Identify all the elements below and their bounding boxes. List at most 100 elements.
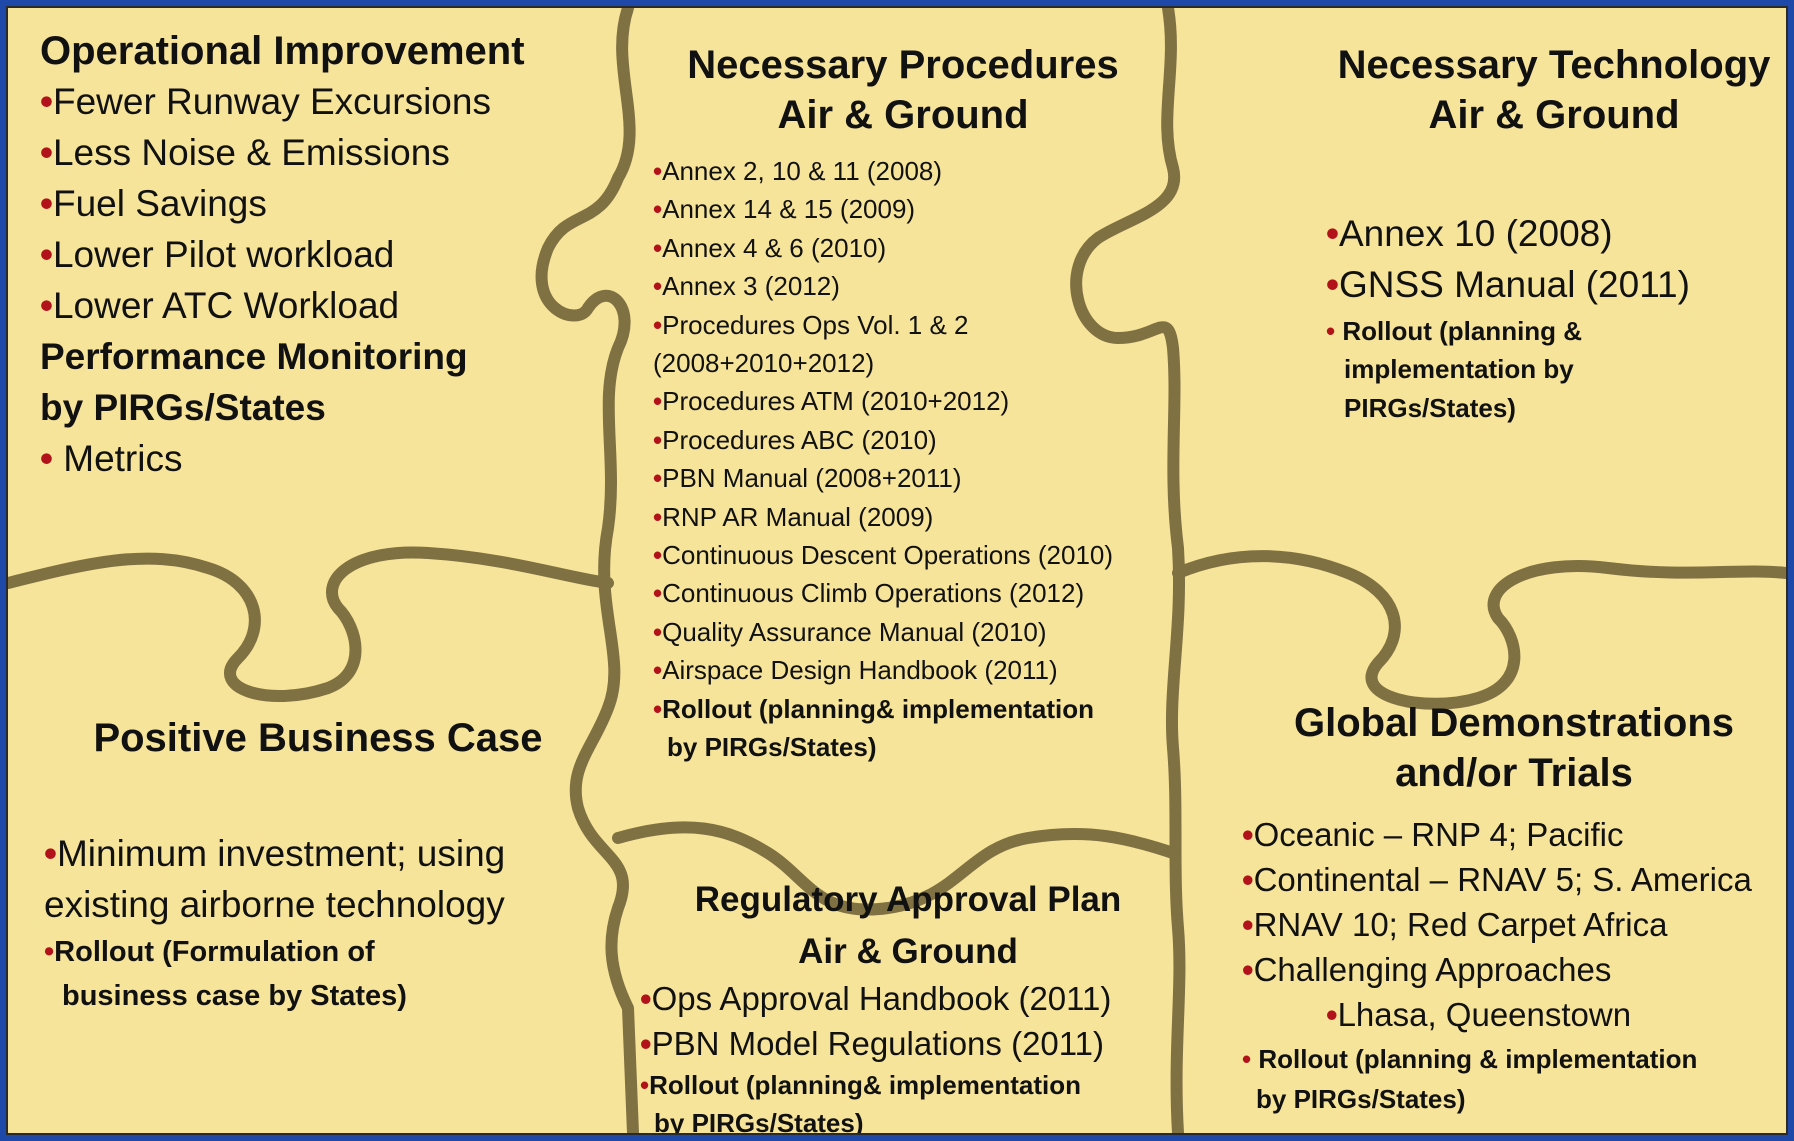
seam-h-left — [8, 546, 614, 702]
bullet-icon: • — [653, 309, 663, 340]
list-item: •Challenging Approaches — [1242, 951, 1612, 988]
monitoring-title-1: Performance Monitoring — [40, 336, 468, 377]
bullet-icon: • — [653, 386, 663, 417]
list-item: PIRGs/States) — [1344, 392, 1516, 423]
list-item: •Minimum investment; using — [44, 833, 506, 874]
bullet-icon: • — [40, 81, 53, 122]
bullet-icon: • — [653, 271, 663, 302]
bullet-icon: • — [40, 234, 53, 275]
bullet-icon: • — [40, 183, 53, 224]
technology-rollout: • Rollout (planning & implementation by … — [1326, 312, 1786, 427]
regulatory-title-2: Air & Ground — [798, 932, 1018, 971]
regulatory-panel: Regulatory Approval Plan Air & Ground — [648, 874, 1168, 978]
technology-title-1: Necessary Technology — [1337, 43, 1771, 87]
bullet-icon: • — [653, 540, 663, 571]
global-list-wrap: •Oceanic – RNP 4; Pacific •Continental –… — [1242, 812, 1782, 1119]
bullet-icon: • — [1242, 951, 1254, 988]
bullet-icon: • — [1242, 906, 1254, 943]
operational-title: Operational Improvement — [40, 29, 525, 73]
list-item: •Annex 10 (2008) — [1326, 213, 1613, 254]
technology-panel: Necessary Technology Air & Ground — [1324, 40, 1784, 140]
bullet-icon: • — [640, 1070, 650, 1100]
list-item: •Procedures ABC (2010) — [653, 424, 937, 455]
bullet-icon: • — [653, 194, 663, 225]
technology-list: •Annex 10 (2008) •GNSS Manual (2011) — [1326, 208, 1786, 310]
global-title-1: Global Demonstrations — [1293, 701, 1735, 745]
list-item: •Oceanic – RNP 4; Pacific — [1242, 816, 1624, 853]
seam-left — [535, 8, 639, 1133]
list-item: by PIRGs/States) — [667, 732, 877, 763]
list-item: •Annex 4 & 6 (2010) — [653, 232, 887, 263]
business-panel: Positive Business Case — [38, 713, 598, 763]
bullet-icon: • — [1242, 861, 1254, 898]
bullet-icon: • — [640, 1025, 652, 1062]
list-item: •Ops Approval Handbook (2011) — [640, 980, 1112, 1017]
seam-h-right — [1172, 550, 1786, 710]
business-rollout: •Rollout (Formulation of business case b… — [44, 930, 604, 1018]
list-item: •Procedures Ops Vol. 1 & 2 — [653, 309, 969, 340]
puzzle-board: Operational Improvement •Fewer Runway Ex… — [6, 6, 1788, 1135]
procedures-title-2: Air & Ground — [777, 93, 1029, 137]
regulatory-title-1: Regulatory Approval Plan — [694, 880, 1122, 919]
regulatory-list-wrap: •Ops Approval Handbook (2011) •PBN Model… — [640, 976, 1180, 1135]
list-item: •Rollout (planning& implementation — [653, 693, 1094, 724]
list-item: • Rollout (planning & — [1326, 316, 1583, 346]
list-item: •Lower Pilot workload — [40, 234, 395, 275]
list-item: •Procedures ATM (2010+2012) — [653, 386, 1010, 417]
bullet-icon: • — [653, 578, 663, 609]
list-item: • Rollout (planning & implementation — [1242, 1044, 1698, 1074]
bullet-icon: • — [1326, 213, 1339, 254]
bullet-icon: • — [1326, 316, 1336, 346]
bullet-icon: • — [40, 285, 53, 326]
bullet-icon: • — [1242, 816, 1254, 853]
list-item: •Quality Assurance Manual (2010) — [653, 616, 1047, 647]
list-item: •Less Noise & Emissions — [40, 132, 450, 173]
bullet-icon: • — [1326, 996, 1338, 1033]
bullet-icon: • — [44, 936, 55, 968]
list-item: •Fuel Savings — [40, 183, 267, 224]
procedures-panel: Necessary Procedures Air & Ground — [648, 40, 1188, 144]
list-item: •GNSS Manual (2011) — [1326, 264, 1690, 305]
operational-panel: Operational Improvement •Fewer Runway Ex… — [40, 26, 600, 484]
bullet-icon: • — [653, 655, 663, 686]
list-item: •PBN Model Regulations (2011) — [640, 1025, 1105, 1062]
global-panel: Global Demonstrations and/or Trials — [1244, 698, 1784, 798]
list-item: by PIRGs/States) — [1256, 1084, 1466, 1114]
bullet-icon: • — [653, 424, 663, 455]
global-list: •Oceanic – RNP 4; Pacific •Continental –… — [1242, 812, 1782, 1037]
bullet-icon: • — [653, 463, 663, 494]
technology-title-2: Air & Ground — [1428, 93, 1680, 137]
list-item: •Airspace Design Handbook (2011) — [653, 655, 1058, 686]
bullet-icon: • — [1242, 1044, 1252, 1074]
list-item: existing airborne technology — [44, 884, 505, 925]
list-item: •Annex 2, 10 & 11 (2008) — [653, 156, 943, 186]
bullet-icon: • — [653, 156, 663, 186]
monitoring-title-2: by PIRGs/States — [40, 387, 326, 428]
bullet-icon: • — [653, 693, 663, 724]
list-item: •Continental – RNAV 5; S. America — [1242, 861, 1752, 898]
bullet-icon: • — [653, 232, 663, 263]
list-item: •Rollout (Formulation of — [44, 936, 375, 968]
bullet-icon: • — [653, 501, 663, 532]
bullet-icon: • — [44, 833, 57, 874]
regulatory-rollout: •Rollout (planning& implementation by PI… — [640, 1066, 1180, 1135]
seam-right — [1070, 8, 1186, 1133]
puzzle-seams — [8, 8, 1786, 1133]
procedures-list-wrap: •Annex 2, 10 & 11 (2008) •Annex 14 & 15 … — [653, 152, 1193, 767]
list-item: • Metrics — [40, 438, 183, 479]
bullet-icon: • — [653, 616, 663, 647]
monitoring-list: • Metrics — [40, 433, 600, 484]
list-item: •Lower ATC Workload — [40, 285, 400, 326]
list-item: •RNP AR Manual (2009) — [653, 501, 934, 532]
list-item: •Continuous Descent Operations (2010) — [653, 540, 1114, 571]
business-list-wrap: •Minimum investment; using existing airb… — [44, 828, 604, 1018]
regulatory-list: •Ops Approval Handbook (2011) •PBN Model… — [640, 976, 1180, 1066]
list-item: •Rollout (planning& implementation — [640, 1070, 1081, 1100]
bullet-icon: • — [40, 132, 53, 173]
technology-list-wrap: •Annex 10 (2008) •GNSS Manual (2011) • R… — [1326, 208, 1786, 427]
list-item: by PIRGs/States) — [654, 1108, 864, 1135]
list-item: (2008+2010+2012) — [653, 348, 875, 379]
list-item: business case by States) — [62, 980, 407, 1012]
seam-bottom-center — [612, 821, 1179, 916]
